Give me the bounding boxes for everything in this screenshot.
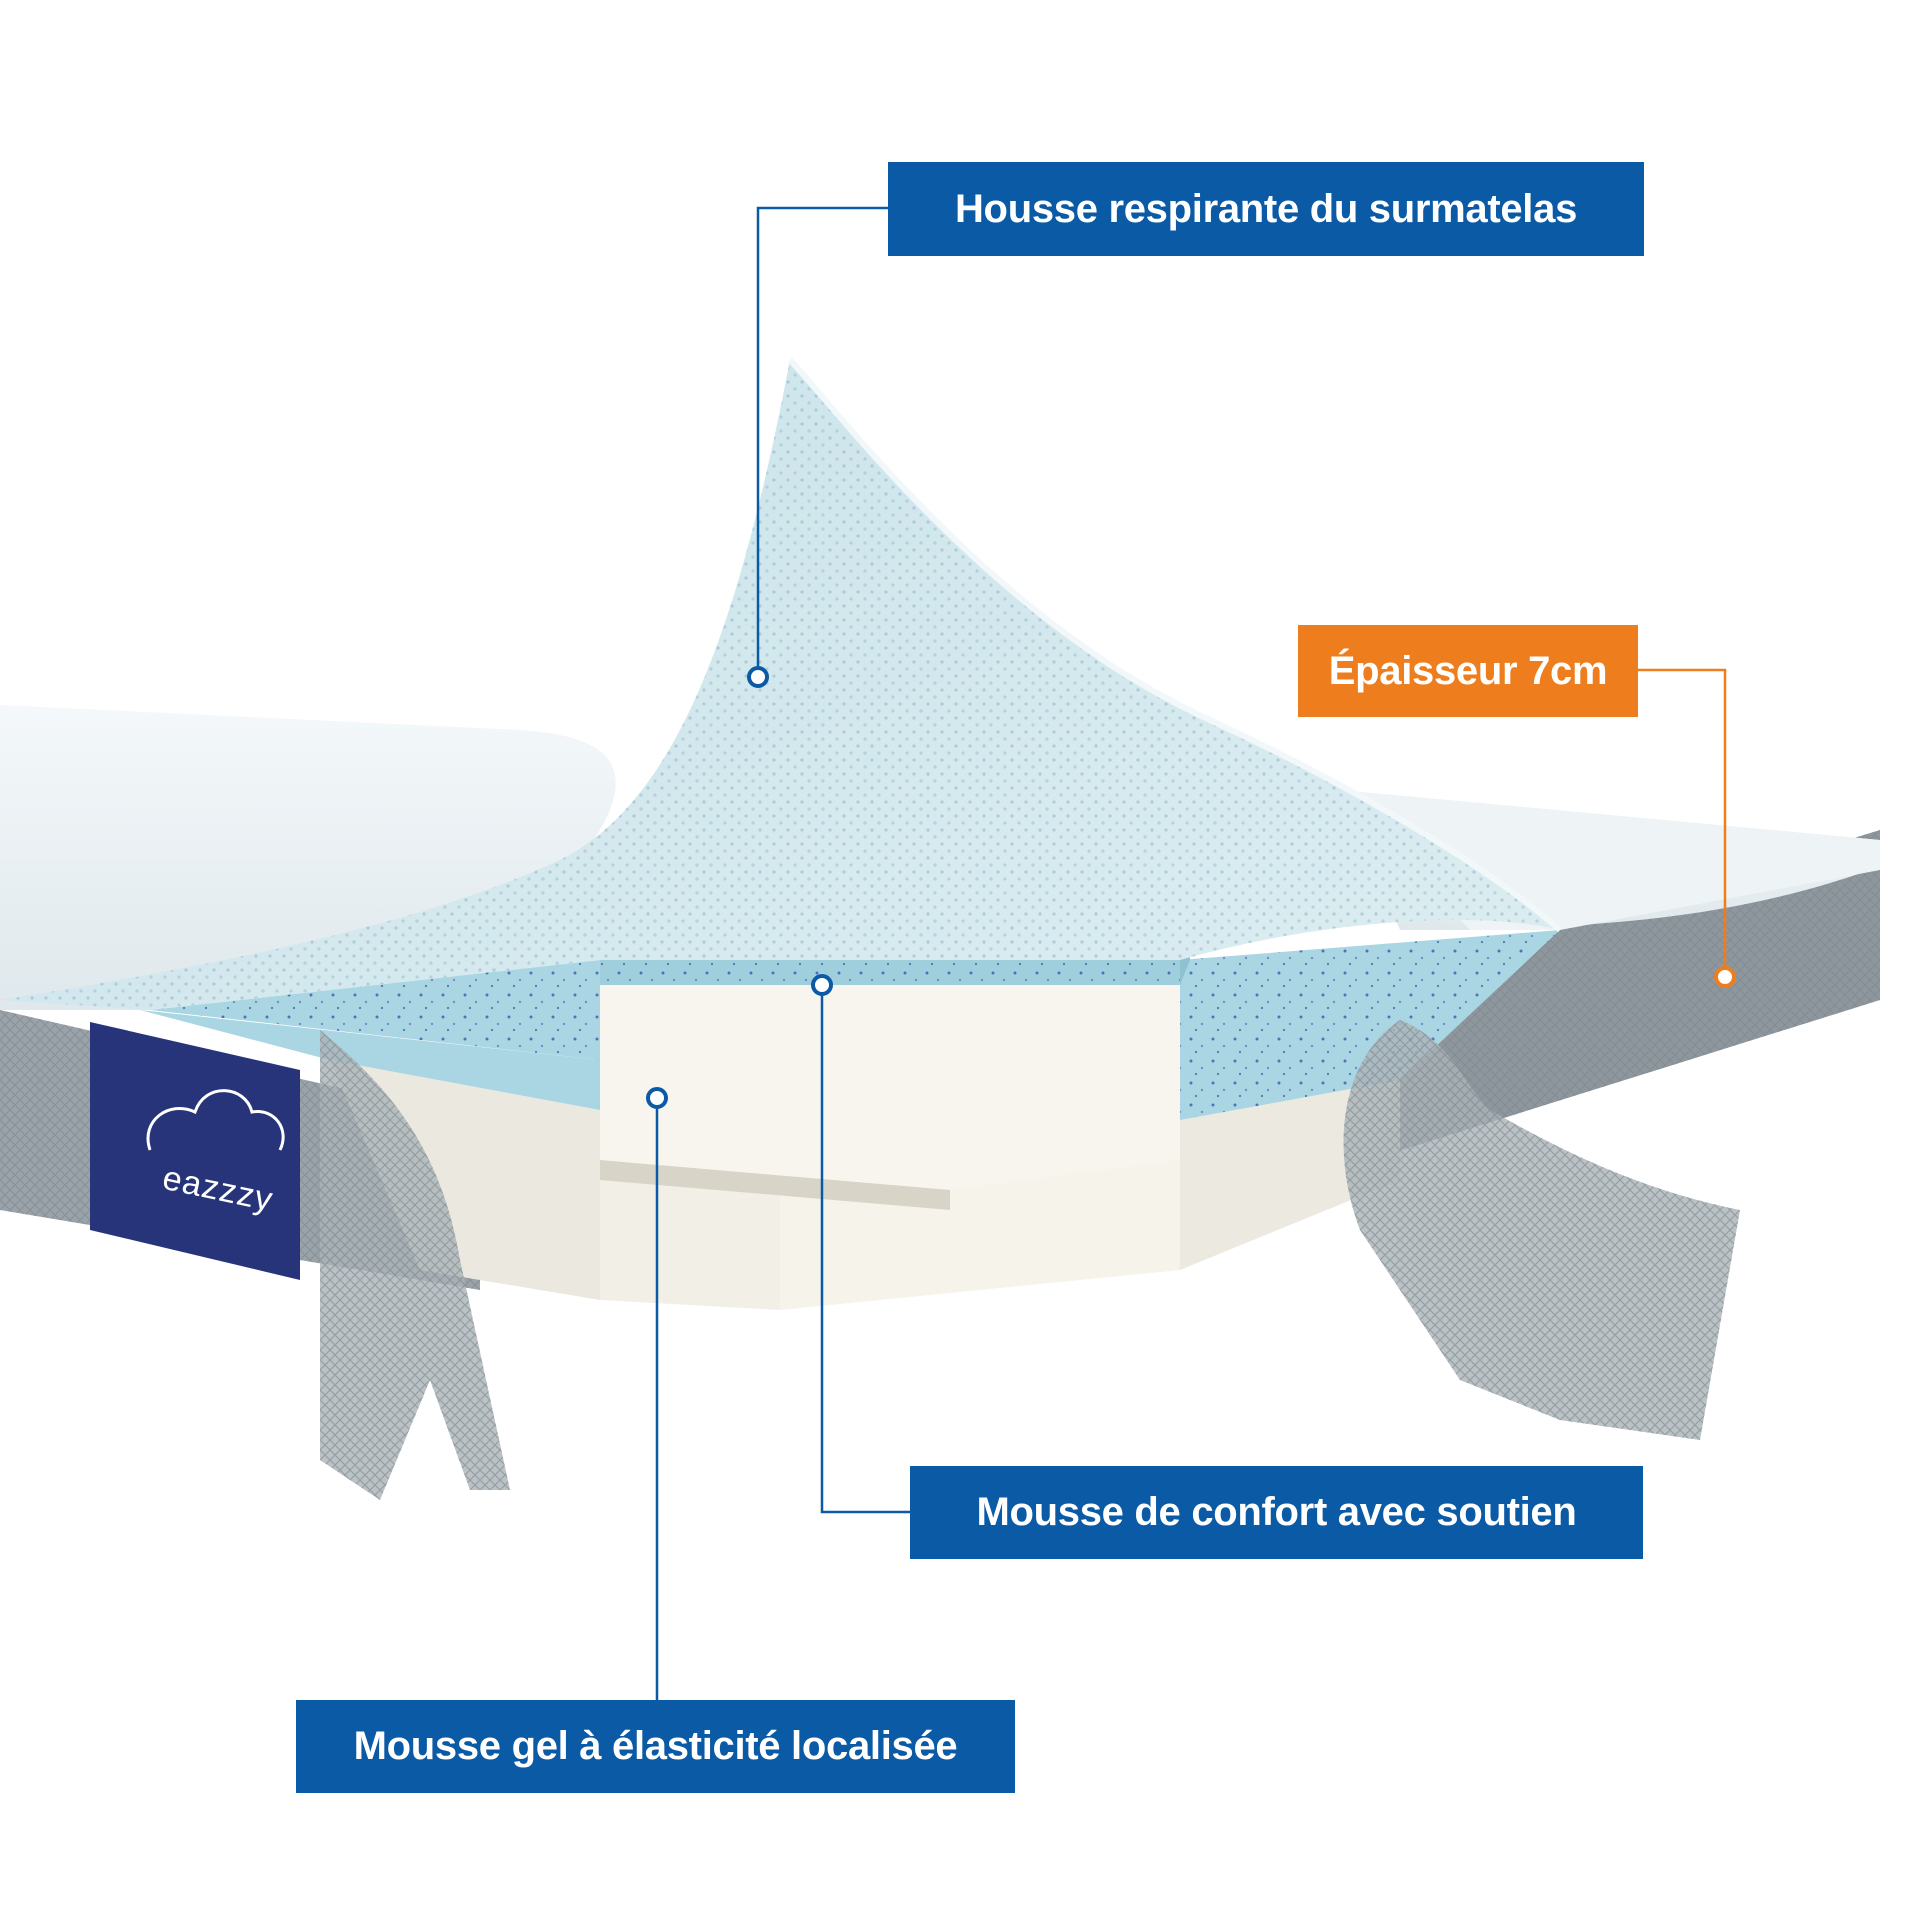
mesh-strap-right xyxy=(1343,1020,1740,1440)
cover-dot xyxy=(747,666,769,688)
callout-gel: Mousse gel à élasticité localisée xyxy=(296,1700,1015,1793)
callout-comfort: Mousse de confort avec soutien xyxy=(910,1466,1643,1559)
cover-leader xyxy=(756,206,888,675)
mesh-strap-left xyxy=(320,1030,510,1500)
thickness-dot xyxy=(1714,966,1736,988)
cloud-logo-icon xyxy=(146,1089,285,1151)
callout-cover: Housse respirante du surmatelas xyxy=(888,162,1644,256)
gel-dot xyxy=(646,1087,668,1109)
comfort-leader xyxy=(820,985,912,1514)
breathable-cover-flap xyxy=(0,357,1562,1010)
thickness-leader xyxy=(1638,668,1727,975)
brand-tag xyxy=(90,1022,300,1280)
callout-lines xyxy=(655,206,1727,1700)
comfort-dot xyxy=(811,974,833,996)
callout-thickness: Épaisseur 7cm xyxy=(1298,625,1638,717)
callout-dots xyxy=(646,666,1736,1109)
